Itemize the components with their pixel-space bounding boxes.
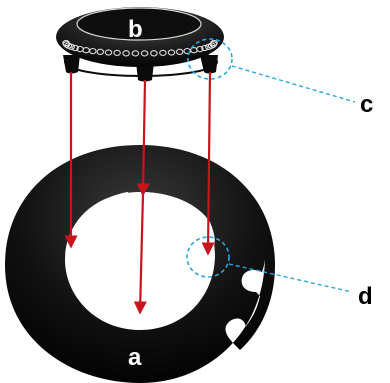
arrow-center-upper bbox=[136, 79, 150, 197]
vent-hole bbox=[175, 48, 184, 55]
vent-hole bbox=[71, 44, 79, 52]
ring-aperture bbox=[72, 192, 215, 326]
vent-hole bbox=[67, 43, 75, 50]
cap-part: b bbox=[56, 7, 224, 82]
vent-hole bbox=[96, 48, 105, 55]
ring-label: a bbox=[128, 344, 142, 371]
arrow-right bbox=[201, 71, 215, 256]
cap-vent-holes bbox=[62, 39, 218, 57]
callout-label-d: d bbox=[358, 283, 373, 310]
assembly-arrows bbox=[64, 71, 215, 315]
vent-hole bbox=[131, 50, 140, 57]
callout-leader-d bbox=[228, 263, 353, 293]
vent-hole bbox=[196, 45, 204, 53]
callout-circle-c bbox=[187, 38, 233, 80]
vent-hole bbox=[201, 44, 209, 52]
cap-label: b bbox=[128, 16, 143, 43]
callout-leader-c bbox=[231, 65, 356, 103]
vent-hole bbox=[122, 50, 130, 57]
vent-hole bbox=[210, 39, 218, 47]
cap-top bbox=[76, 7, 202, 41]
vent-hole bbox=[150, 50, 158, 57]
vent-hole bbox=[104, 49, 113, 56]
vent-hole bbox=[167, 49, 176, 56]
arrow-center-lower bbox=[133, 193, 147, 315]
callout-circle-d bbox=[186, 236, 230, 278]
callout-c: c bbox=[187, 38, 373, 118]
vent-hole bbox=[89, 47, 97, 55]
vent-hole bbox=[140, 50, 149, 57]
vent-hole bbox=[159, 49, 167, 57]
ring-part: a bbox=[5, 145, 275, 383]
vent-hole bbox=[113, 49, 121, 57]
callout-label-c: c bbox=[360, 91, 373, 118]
callout-d: d bbox=[186, 236, 373, 310]
